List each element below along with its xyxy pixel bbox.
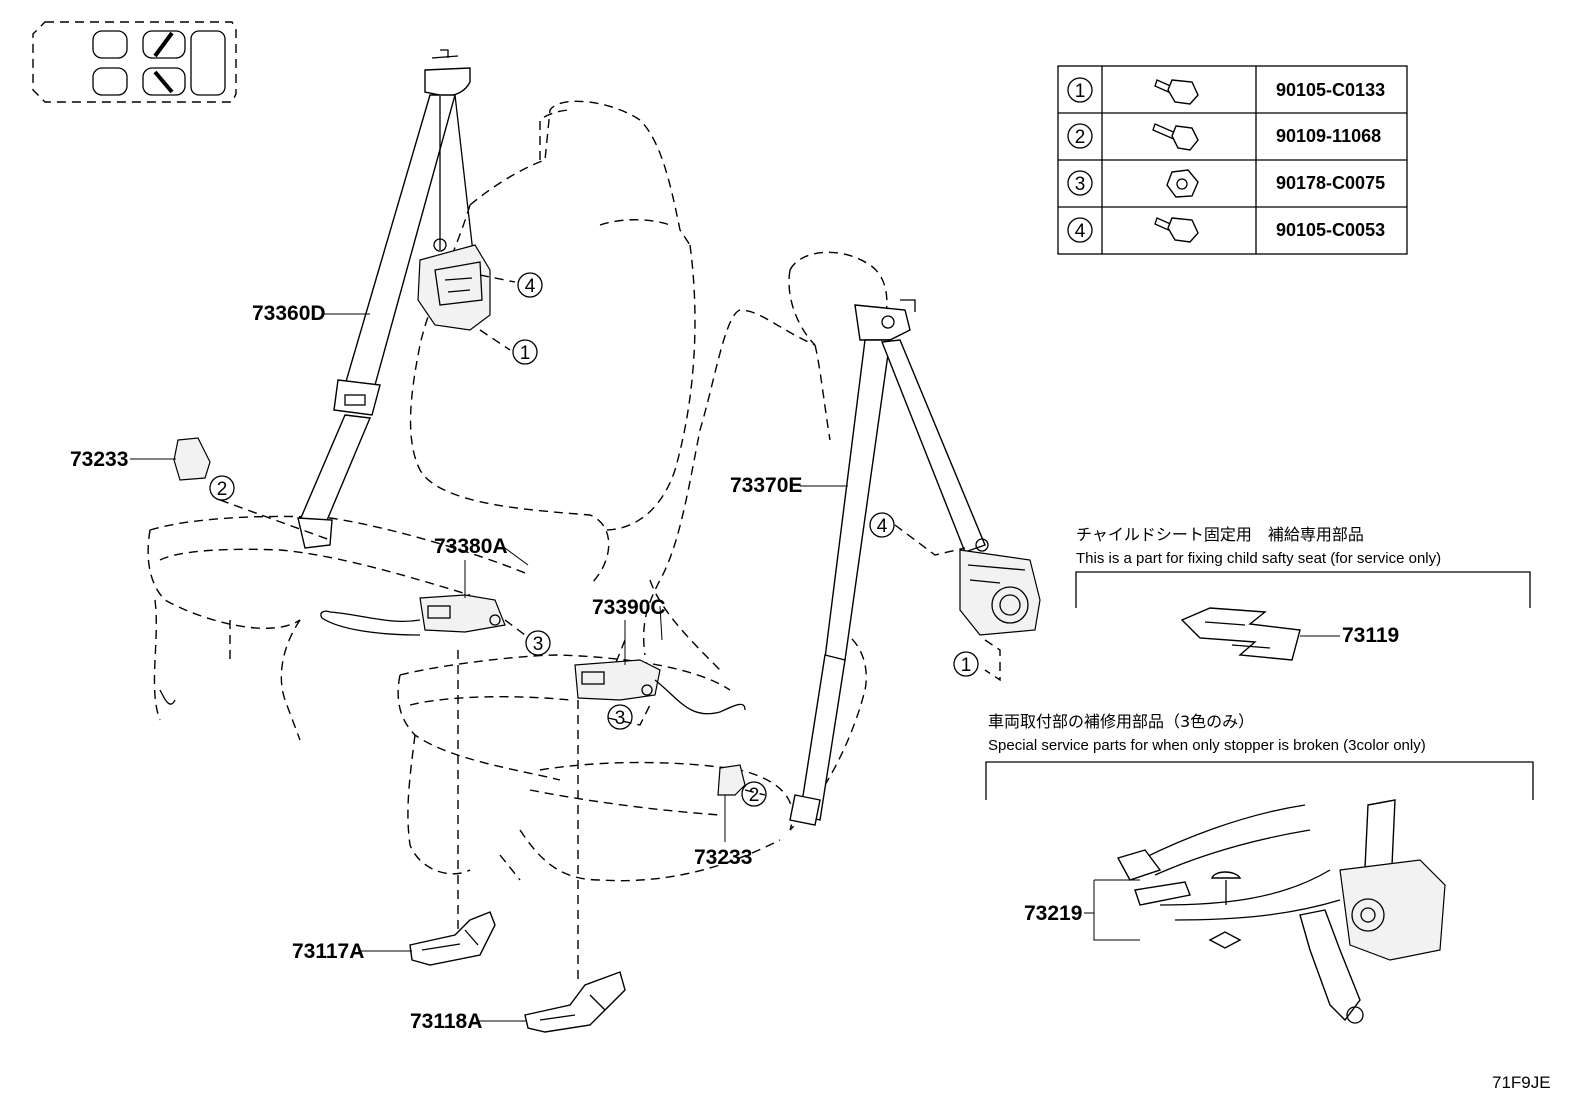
buckle-73380A <box>320 594 506 636</box>
part-73117A: 73117A <box>292 940 364 963</box>
callout-2-left: 2 <box>209 475 235 501</box>
part-73233-left: 73233 <box>70 448 128 471</box>
callout-3-right: 3 <box>607 704 633 730</box>
stopper-note: 車両取付部の補修用部品（3色のみ） Special service parts … <box>985 712 1534 1024</box>
fastener-row-4: 4 90105-C0053 <box>1067 217 1385 243</box>
callout-1-left: 1 <box>512 339 538 365</box>
figure-code: 71F9JE <box>1492 1073 1551 1092</box>
svg-text:90105-C0133: 90105-C0133 <box>1276 80 1385 100</box>
svg-text:チャイルドシート固定用 補給専用部品: チャイルドシート固定用 補給専用部品 <box>1076 525 1364 544</box>
svg-text:1: 1 <box>961 655 972 676</box>
left-shoulder-belt <box>297 49 491 549</box>
svg-text:90109-11068: 90109-11068 <box>1276 126 1381 146</box>
svg-text:90105-C0053: 90105-C0053 <box>1276 220 1385 240</box>
svg-text:車両取付部の補修用部品（3色のみ）: 車両取付部の補修用部品（3色のみ） <box>988 712 1254 731</box>
svg-text:3: 3 <box>615 708 626 729</box>
part-73360D: 73360D <box>252 302 326 325</box>
cover-73233-left <box>173 437 211 481</box>
svg-text:3: 3 <box>533 634 544 655</box>
part-73370E: 73370E <box>730 474 802 497</box>
svg-text:Special service parts for when: Special service parts for when only stop… <box>988 737 1426 754</box>
anchor-plate-73119 <box>1180 607 1301 661</box>
part-73119: 73119 <box>1342 624 1399 647</box>
nut-icon <box>1166 169 1199 198</box>
bolt-icon <box>1152 123 1199 151</box>
svg-text:90178-C0075: 90178-C0075 <box>1276 173 1385 193</box>
svg-text:This is a part for fixing chil: This is a part for fixing child safty se… <box>1076 550 1441 567</box>
svg-text:4: 4 <box>877 516 888 537</box>
callout-3-left: 3 <box>525 630 551 656</box>
seat-location-icon <box>32 21 237 103</box>
part-73390C: 73390C <box>592 596 666 619</box>
fastener-leaders <box>219 274 1001 985</box>
callout-2-right: 2 <box>741 781 767 807</box>
svg-text:3: 3 <box>1075 174 1086 195</box>
svg-text:2: 2 <box>749 785 760 806</box>
fastener-row-1: 1 90105-C0133 <box>1067 77 1385 105</box>
callout-1-right: 1 <box>953 651 979 677</box>
bracket-73118A <box>524 971 626 1033</box>
part-73219: 73219 <box>1024 902 1082 925</box>
part-73380A: 73380A <box>434 535 508 558</box>
cover-73233-right <box>717 764 746 796</box>
part-73233-right: 73233 <box>694 846 752 869</box>
callouts: 4 1 2 3 4 1 3 2 <box>209 272 979 807</box>
svg-text:1: 1 <box>520 343 531 364</box>
part-73118A: 73118A <box>410 1010 482 1033</box>
bolt-icon <box>1154 217 1199 243</box>
bracket-73117A <box>409 911 496 966</box>
svg-text:2: 2 <box>1075 127 1086 148</box>
fastener-row-2: 2 90109-11068 <box>1067 123 1381 151</box>
svg-text:2: 2 <box>217 479 228 500</box>
fastener-table: 1 90105-C0133 2 90109-11068 3 90178-C007… <box>1057 65 1408 255</box>
part-labels: 73360D 73233 73380A 73390C 73370E 73233 … <box>70 302 848 1033</box>
left-seat-outline <box>147 100 696 741</box>
callout-4-left: 4 <box>517 272 543 298</box>
svg-text:1: 1 <box>1075 81 1086 102</box>
child-seat-note: チャイルドシート固定用 補給専用部品 This is a part for fi… <box>1075 525 1531 661</box>
right-shoulder-belt <box>789 299 1041 826</box>
callout-4-right: 4 <box>869 512 895 538</box>
buckle-73390C <box>574 659 746 715</box>
svg-text:4: 4 <box>525 276 536 297</box>
stopper-assembly <box>1116 799 1446 1024</box>
bolt-icon <box>1154 79 1199 105</box>
fastener-row-3: 3 90178-C0075 <box>1067 169 1385 198</box>
svg-text:4: 4 <box>1075 221 1086 242</box>
